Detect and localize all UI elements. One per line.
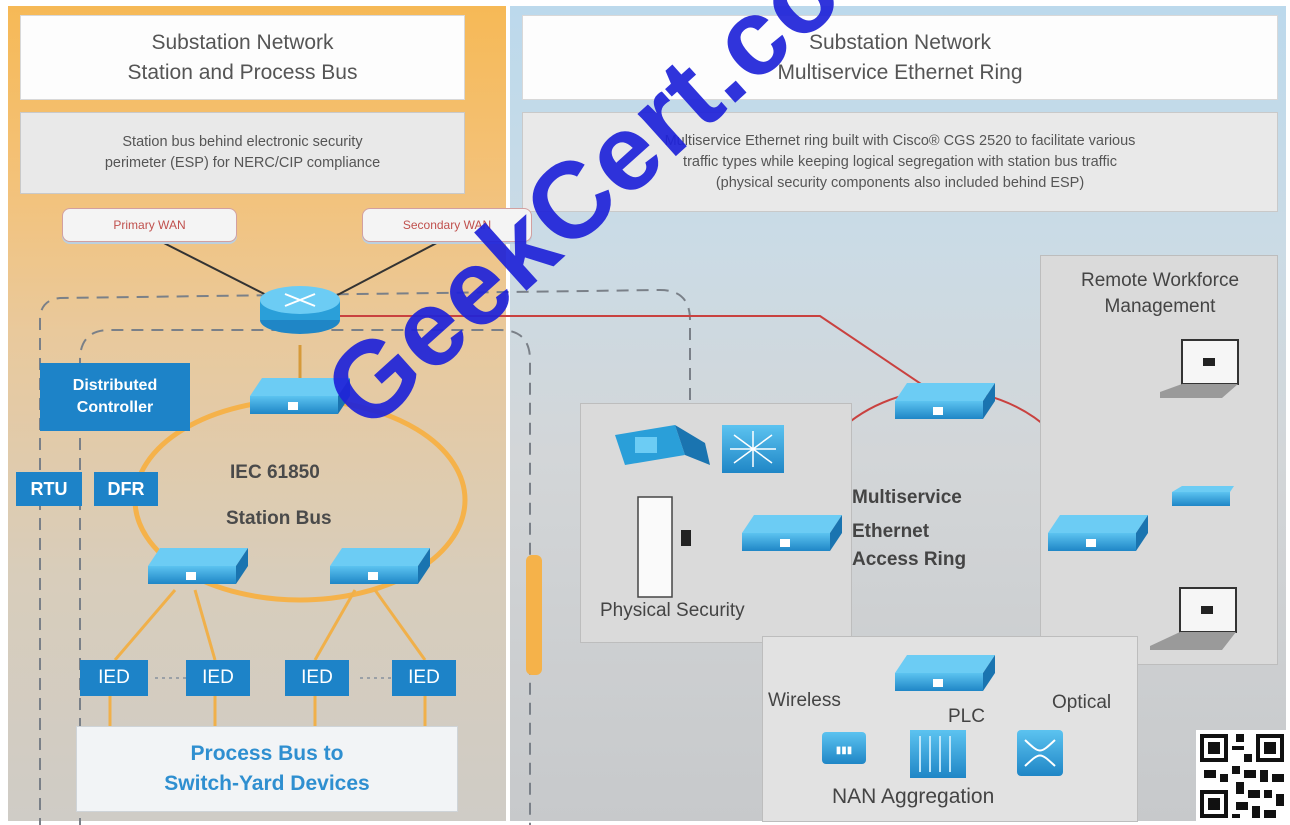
station-switch-left-icon bbox=[148, 548, 248, 584]
ied-label: IED bbox=[408, 667, 440, 688]
left-title-box: Substation Network Station and Process B… bbox=[20, 15, 465, 100]
process-bus-line1: Process Bus to bbox=[190, 742, 344, 765]
ring-label-line2: Ethernet bbox=[852, 521, 930, 542]
left-desc-line1: Station bus behind electronic security bbox=[122, 134, 363, 150]
rtu-label: RTU bbox=[30, 478, 68, 499]
ied-box-4: IED bbox=[392, 660, 456, 696]
right-title-box: Substation Network Multiservice Ethernet… bbox=[522, 15, 1278, 100]
right-desc-line3: (physical security components also inclu… bbox=[715, 174, 1085, 191]
rtu-box: RTU bbox=[16, 472, 82, 506]
svg-text:▮▮▮: ▮▮▮ bbox=[836, 745, 853, 756]
ring-label: Multiservice Ethernet Access Ring bbox=[852, 478, 966, 574]
router-icon bbox=[260, 286, 340, 334]
station-switch-right-icon bbox=[330, 548, 430, 584]
security-appliance-icon bbox=[722, 425, 784, 473]
right-title-line1: Substation Network bbox=[808, 30, 992, 54]
ring-label-line3: Access Ring bbox=[852, 549, 967, 570]
ied-label: IED bbox=[301, 667, 333, 688]
nan-aggregation-label: NAN Aggregation bbox=[832, 785, 995, 808]
laptop-top-icon bbox=[1160, 339, 1239, 398]
esp-perimeter-outer bbox=[39, 288, 691, 825]
ring-switch-top-icon bbox=[895, 383, 995, 419]
ring-switch-left-icon bbox=[742, 515, 842, 551]
left-desc-line2: perimeter (ESP) for NERC/CIP compliance bbox=[104, 155, 381, 171]
left-title-line1: Substation Network bbox=[151, 30, 334, 54]
optical-label: Optical bbox=[1052, 692, 1112, 713]
distributed-controller-line2: Controller bbox=[76, 399, 154, 416]
ring-switch-bottom-icon bbox=[895, 655, 995, 691]
dfr-box: DFR bbox=[94, 472, 158, 506]
left-description-box: Station bus behind electronic security p… bbox=[20, 112, 465, 194]
left-title-line2: Station and Process Bus bbox=[127, 60, 358, 84]
qr-code-icon bbox=[1196, 730, 1288, 822]
remote-workforce-label: Remote Workforce Management bbox=[1050, 268, 1270, 320]
right-title-line2: Multiservice Ethernet Ring bbox=[777, 60, 1023, 84]
process-bus-line2: Switch-Yard Devices bbox=[164, 772, 370, 795]
right-desc-line2: traffic types while keeping logical segr… bbox=[683, 153, 1117, 170]
ied-box-2: IED bbox=[186, 660, 250, 696]
secondary-wan-cloud: Secondary WAN bbox=[362, 208, 532, 242]
primary-wan-label: Primary WAN bbox=[113, 218, 186, 232]
door-sensor-icon bbox=[637, 496, 691, 598]
router-ring-link bbox=[340, 315, 931, 391]
secondary-wan-label: Secondary WAN bbox=[402, 218, 492, 232]
access-point-icon bbox=[1172, 486, 1234, 506]
plc-label: PLC bbox=[948, 706, 985, 727]
ip-camera-icon bbox=[615, 425, 710, 465]
wireless-label: Wireless bbox=[768, 690, 841, 711]
dfr-label: DFR bbox=[107, 478, 145, 499]
ied-box-3: IED bbox=[285, 660, 349, 696]
process-bus-box: Process Bus to Switch-Yard Devices bbox=[76, 726, 458, 812]
ied-label: IED bbox=[202, 667, 234, 688]
distributed-controller-line1: Distributed bbox=[72, 377, 158, 394]
right-desc-line1: Multiservice Ethernet ring built with Ci… bbox=[664, 132, 1136, 149]
right-description-box: Multiservice Ethernet ring built with Ci… bbox=[522, 112, 1278, 212]
optical-switch-icon bbox=[1017, 730, 1063, 776]
ring-switch-right-icon bbox=[1048, 515, 1148, 551]
core-switch-icon bbox=[250, 378, 350, 414]
ied-box-1: IED bbox=[80, 660, 148, 696]
remote-workforce-panel bbox=[1040, 255, 1278, 665]
esp-perimeter-inner bbox=[79, 329, 531, 825]
esp-gateway bbox=[526, 555, 542, 675]
plc-device-icon bbox=[910, 730, 966, 778]
ied-label: IED bbox=[98, 667, 130, 688]
distributed-controller-box: Distributed Controller bbox=[40, 363, 190, 431]
station-bus-label: Station Bus bbox=[226, 508, 332, 529]
remote-label-line1: Remote Workforce bbox=[1080, 270, 1240, 291]
iec-61850-label: IEC 61850 bbox=[230, 462, 320, 483]
wireless-router-icon: ▮▮▮ bbox=[822, 732, 866, 764]
physical-security-label: Physical Security bbox=[600, 600, 745, 621]
primary-wan-cloud: Primary WAN bbox=[62, 208, 237, 242]
remote-label-line2: Management bbox=[1104, 296, 1216, 317]
ring-label-line1: Multiservice bbox=[852, 487, 962, 508]
laptop-bottom-icon bbox=[1150, 587, 1237, 650]
